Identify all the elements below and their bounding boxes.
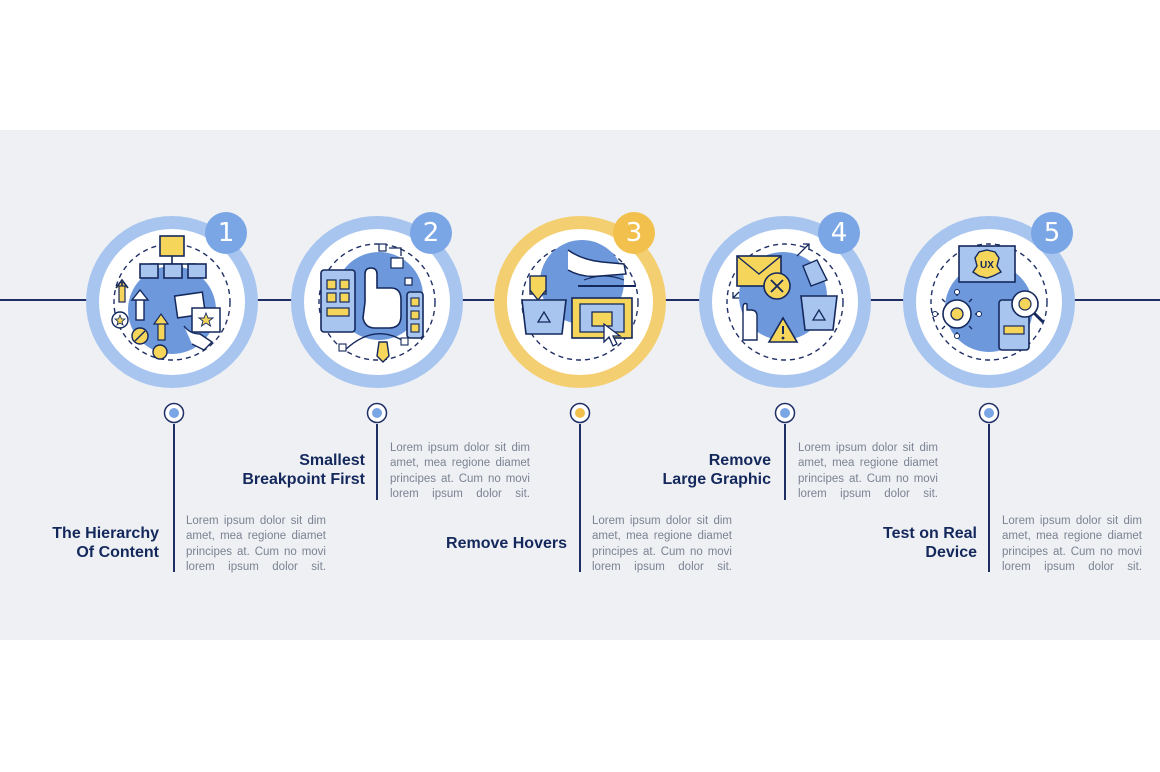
step-3-node: [569, 402, 591, 424]
step-5-node: [978, 402, 1000, 424]
step-3-number-badge: 3: [613, 212, 655, 254]
step-5-description: Lorem ipsum dolor sit dim amet, mea regi…: [1002, 515, 1142, 574]
step-2-description: Lorem ipsum dolor sit dim amet, mea regi…: [390, 442, 530, 501]
step-1-node: [163, 402, 185, 424]
step-4-node: [774, 402, 796, 424]
touch-gesture-mobile-icon: [320, 243, 424, 363]
step-5-number-badge: 5: [1031, 212, 1073, 254]
step-5-stem: [988, 424, 990, 572]
remove-graphic-warning-icon: [732, 243, 838, 343]
step-4-stem: [784, 424, 786, 500]
step-3-title: Remove Hovers: [446, 535, 567, 552]
ux-testing-bug-icon: UX: [932, 245, 1045, 351]
step-2-stem: [376, 424, 378, 500]
step-3-description: Lorem ipsum dolor sit dim amet, mea regi…: [592, 515, 732, 574]
step-1-stem: [173, 424, 175, 572]
step-2-node: [366, 402, 388, 424]
svg-text:UX: UX: [980, 260, 994, 271]
remove-hover-recycle-icon: [521, 249, 636, 347]
step-3-stem: [579, 424, 581, 572]
step-2-number-badge: 2: [410, 212, 452, 254]
step-1-number-badge: 1: [205, 212, 247, 254]
step-1-description: Lorem ipsum dolor sit dim amet, mea regi…: [186, 515, 326, 574]
step-4-number-badge: 4: [818, 212, 860, 254]
hierarchy-flowchart-icon: [111, 235, 221, 360]
step-5-circle: [903, 216, 1075, 388]
step-4-description: Lorem ipsum dolor sit dim amet, mea regi…: [798, 442, 938, 501]
